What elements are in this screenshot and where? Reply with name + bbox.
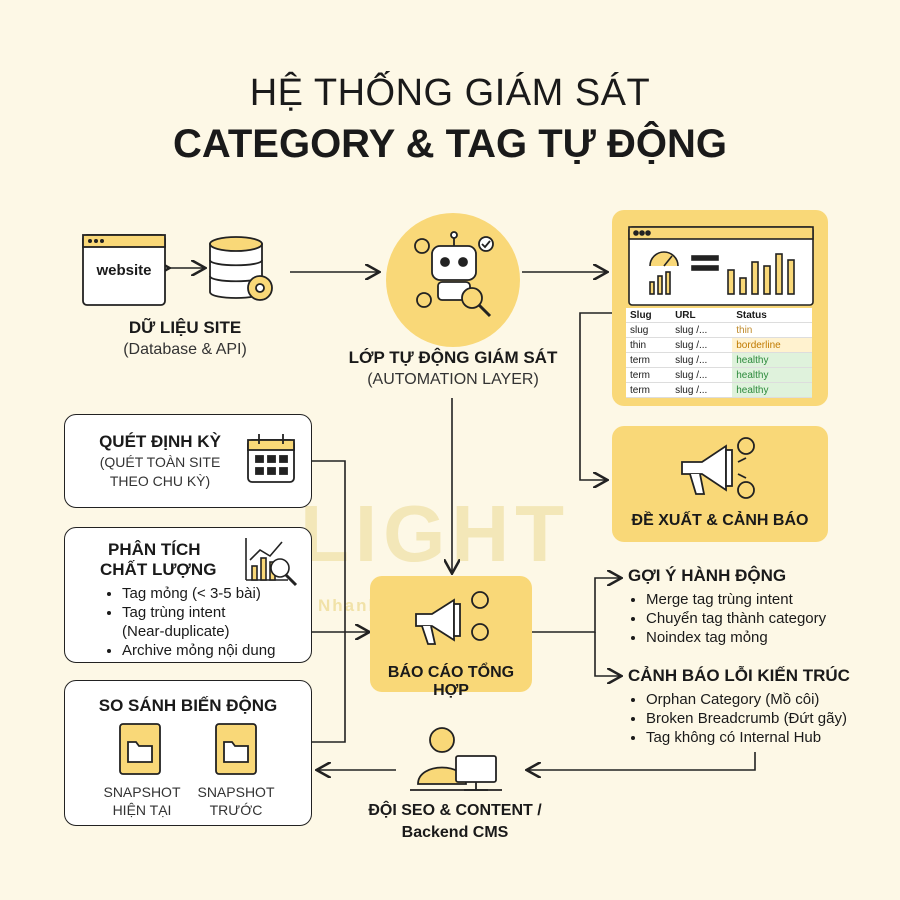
snapshot-current-label-1: SNAPSHOT: [103, 784, 181, 800]
list-item: Merge tag trùng intent: [646, 590, 886, 609]
status-cell: healthy: [732, 352, 812, 368]
list-item: Chuyển tag thành category: [646, 609, 886, 628]
arrow-arch-team: [528, 752, 756, 770]
snapshot-current-folder-icon: [119, 723, 161, 775]
chart-magnifier-icon: [245, 538, 298, 587]
status-cell: borderline: [732, 337, 812, 353]
site-subtitle: (Database & API): [123, 341, 247, 358]
browser-window-icon: [82, 234, 166, 306]
col-url: URL: [671, 308, 733, 323]
table-header-row: Slug URL Status: [626, 308, 812, 323]
table-row: term slug /... healthy: [626, 367, 812, 383]
quality-title-2: CHẤT LƯỢNG: [100, 560, 217, 579]
page-title-line1: HỆ THỐNG GIÁM SÁT: [249, 72, 651, 114]
alert-title: ĐỀ XUẤT & CẢNH BÁO: [631, 512, 809, 529]
actions-list: Merge tag trùng intent Chuyển tag thành …: [628, 590, 886, 647]
cell: slug /...: [671, 322, 733, 338]
page-title-line2: CATEGORY & TAG TỰ ĐỘNG: [173, 122, 727, 166]
list-item: Archive mỏng nội dung: [122, 641, 322, 660]
quality-list: Tag mỏng (< 3-5 bài) Tag trùng intent (N…: [104, 584, 322, 660]
table-row: thin slug /... borderline: [626, 337, 812, 353]
snapshot-previous-folder-icon: [215, 723, 257, 775]
compare-title: SO SÁNH BIẾN ĐỘNG: [98, 696, 278, 715]
dashboard-charts-icon: [628, 226, 814, 306]
cell: thin: [626, 337, 672, 353]
cell: slug /...: [671, 352, 733, 368]
connector-scan: [312, 460, 346, 632]
cell: slug /...: [671, 337, 733, 353]
arch-list: Orphan Category (Mồ côi) Broken Breadcru…: [628, 690, 896, 747]
report-title: BÁO CÁO TỔNG HỢP: [387, 664, 515, 699]
website-label: website: [96, 262, 152, 279]
cell: term: [626, 382, 672, 398]
cell: term: [626, 367, 672, 383]
calendar-icon: [247, 434, 295, 483]
snapshot-current-label-2: HIỆN TẠI: [112, 802, 172, 818]
list-item: Orphan Category (Mồ côi): [646, 690, 896, 709]
list-item: (Near-duplicate): [122, 623, 230, 640]
cell: term: [626, 352, 672, 368]
actions-title: GỢI Ý HÀNH ĐỘNG: [628, 566, 787, 585]
cell: slug: [626, 322, 672, 338]
table-row: slug slug /... thin: [626, 322, 812, 338]
status-cell: healthy: [732, 367, 812, 383]
compare-card: [64, 680, 312, 826]
col-status: Status: [732, 308, 812, 323]
megaphone-gear-icon: [681, 437, 755, 499]
watermark-text: LIGHT: [300, 489, 570, 578]
status-cell: thin: [732, 322, 812, 338]
list-item: Tag mỏng (< 3-5 bài): [122, 584, 322, 603]
robot-magnifier-icon: [414, 231, 494, 318]
list-item: Noindex tag mỏng: [646, 628, 886, 647]
list-item: Tag không có Internal Hub: [646, 728, 896, 747]
list-item: Broken Breadcrumb (Đứt gãy): [646, 709, 896, 728]
arrow-dashboard-alerts: [579, 312, 612, 480]
status-cell: healthy: [732, 382, 812, 398]
snapshot-previous-label-2: TRƯỚC: [209, 802, 263, 818]
cell: slug /...: [671, 367, 733, 383]
team-title-1: ĐỘI SEO & CONTENT /: [368, 802, 542, 819]
quality-title-1: PHÂN TÍCH: [108, 540, 201, 559]
site-title: DỮ LIỆU SITE: [128, 318, 242, 337]
team-person-computer-icon: [410, 727, 502, 791]
automation-title: LỚP TỰ ĐỘNG GIÁM SÁT: [348, 348, 558, 367]
team-title-2: Backend CMS: [401, 824, 509, 841]
cell: slug /...: [671, 382, 733, 398]
database-gear-icon: [209, 236, 273, 301]
scan-subtitle-1: (QUÉT TOÀN SITE: [99, 454, 221, 470]
scan-subtitle-2: THEO CHU KỲ): [109, 473, 211, 489]
arrow-report-actions: [532, 578, 620, 633]
scan-title: QUÉT ĐỊNH KỲ: [99, 432, 221, 451]
list-item: Tag trùng intent: [122, 603, 322, 622]
status-table: Slug URL Status slug slug /... thin thin…: [626, 308, 812, 398]
automation-subtitle: (AUTOMATION LAYER): [367, 371, 539, 388]
col-slug: Slug: [626, 308, 672, 323]
connector-compare: [312, 632, 346, 743]
report-megaphone-icon: [415, 591, 489, 645]
arch-title: CẢNH BÁO LỖI KIẾN TRÚC: [628, 666, 850, 685]
snapshot-previous-label-1: SNAPSHOT: [197, 784, 275, 800]
arrow-report-arch: [594, 632, 620, 676]
table-row: term slug /... healthy: [626, 352, 812, 368]
table-row: term slug /... healthy: [626, 382, 812, 398]
quality-card: [64, 527, 312, 663]
